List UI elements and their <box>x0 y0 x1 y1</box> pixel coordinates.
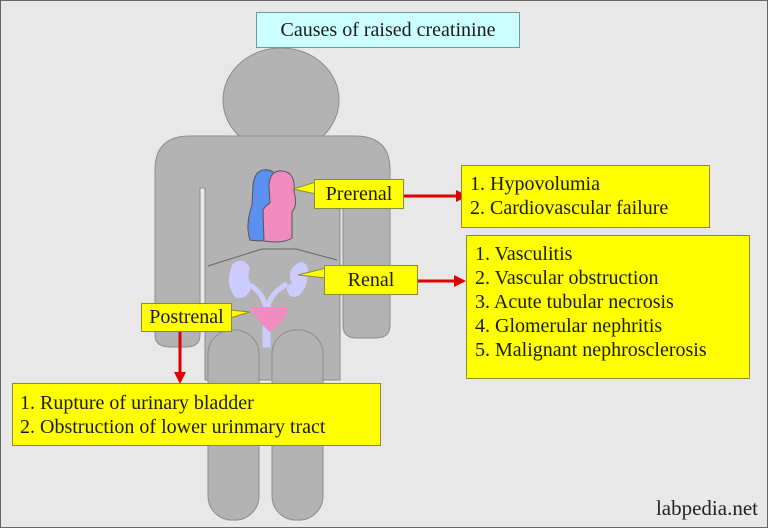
bladder-icon <box>250 307 289 332</box>
list-item: 2. Obstruction of lower urinmary tract <box>20 416 326 438</box>
list-item: 2. Vascular obstruction <box>475 267 659 289</box>
postrenal-causes-box: 1. Rupture of urinary bladder 2. Obstruc… <box>12 383 381 446</box>
postrenal-label-text: Postrenal <box>149 306 224 328</box>
renal-label-text: Renal <box>347 269 395 291</box>
renal-causes-box: 1. Vasculitis 2. Vascular obstruction 3.… <box>466 235 750 379</box>
prerenal-label-text: Prerenal <box>325 183 393 205</box>
list-item: 4. Glomerular nephritis <box>475 315 663 337</box>
list-item: 1. Rupture of urinary bladder <box>20 392 254 414</box>
prerenal-label: Prerenal <box>314 179 404 209</box>
heart-icon <box>247 169 297 243</box>
list-item: 1. Hypovolumia <box>470 173 600 195</box>
watermark: labpedia.net <box>655 496 758 520</box>
renal-label: Renal <box>324 265 418 295</box>
page-title: Causes of raised creatinine <box>256 12 520 48</box>
prerenal-causes-box: 1. Hypovolumia 2. Cardiovascular failure <box>461 165 710 228</box>
list-item: 3. Acute tubular necrosis <box>475 291 674 313</box>
kidneys-icon <box>228 260 308 348</box>
list-item: 2. Cardiovascular failure <box>470 197 669 219</box>
diaphragm-line <box>207 248 338 267</box>
list-item: 1. Vasculitis <box>475 243 573 265</box>
list-item: 5. Malignant nephrosclerosis <box>475 339 707 361</box>
postrenal-label: Postrenal <box>141 303 232 332</box>
